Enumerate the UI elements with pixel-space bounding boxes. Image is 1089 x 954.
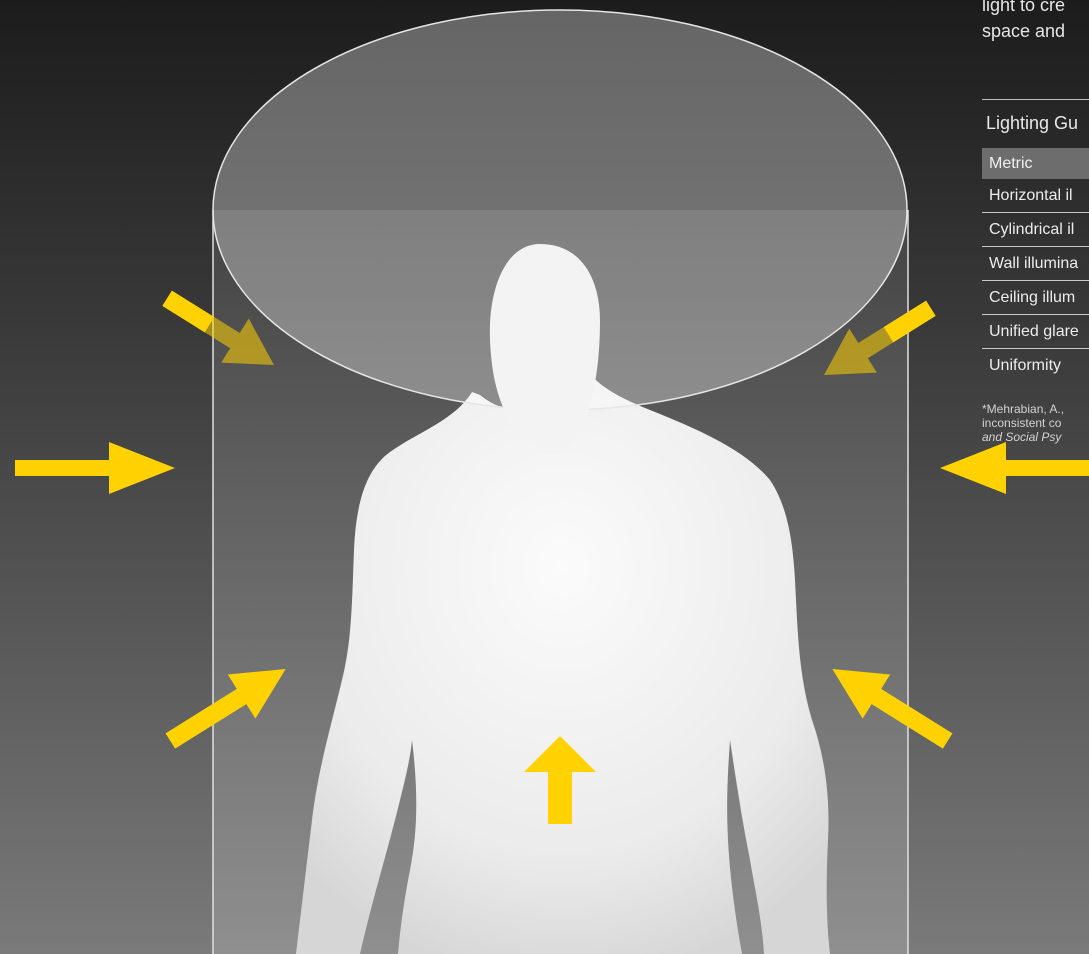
arrow-left — [15, 442, 175, 494]
footnote-line-1: *Mehrabian, A., — [982, 402, 1089, 416]
table-row: Uniformity — [982, 349, 1089, 382]
intro-line-1: light to cre — [982, 0, 1065, 18]
table-row: Ceiling illum — [982, 281, 1089, 315]
info-panel: light to cre space and Lighting Gu Metri… — [982, 0, 1089, 954]
table-header-metric: Metric — [982, 148, 1089, 179]
table-title: Lighting Gu — [986, 113, 1078, 134]
table-row: Horizontal il — [982, 179, 1089, 213]
footnote-line-2: inconsistent co — [982, 416, 1089, 430]
table-row: Cylindrical il — [982, 213, 1089, 247]
intro-line-2: space and — [982, 18, 1065, 44]
footnote: *Mehrabian, A., inconsistent co and Soci… — [982, 402, 1089, 444]
footnote-line-3: and Social Psy — [982, 430, 1089, 444]
divider — [982, 99, 1089, 100]
table-row: Wall illumina — [982, 247, 1089, 281]
table-row: Unified glare — [982, 315, 1089, 349]
lighting-table: Metric Horizontal il Cylindrical il Wall… — [982, 148, 1089, 382]
